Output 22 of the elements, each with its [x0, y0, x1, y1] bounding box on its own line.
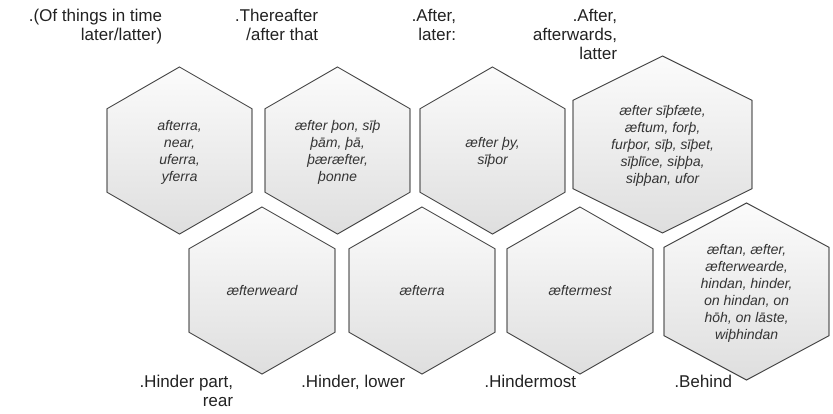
meaning-caption: .(Of things in time later/latter)	[28, 6, 162, 44]
hexagon	[265, 67, 410, 234]
term-list: æfter þon, sīþ þām, þā, þæræfter, þonne	[290, 116, 386, 184]
term-list: æftan, æfter, æfterwearde, hindan, hinder, on hindan, on hōh, on lāste, wiþhindan	[696, 240, 796, 342]
hexagon	[349, 207, 495, 374]
hexagon	[107, 67, 252, 234]
term-list: æftermest	[525, 282, 635, 299]
meaning-caption: .Hinder part, rear	[138, 372, 233, 410]
hexagon	[507, 207, 653, 374]
hexagon	[189, 207, 335, 374]
meaning-caption: .After, afterwards, latter	[532, 6, 617, 63]
meaning-caption: .Thereafter /after that	[234, 6, 318, 44]
term-list: æfter þy, sīþor	[452, 134, 532, 168]
term-list: æfterweard	[207, 282, 317, 299]
term-list: afterra, near, uferra, yferra	[144, 116, 214, 184]
meaning-caption: .Hinder, lower	[300, 372, 405, 391]
term-list: æfterra	[367, 282, 477, 299]
term-list: æfter sīþfæte, æftum, forþ, furþor, sīþ, sīþet, sīþlīce, siþþa, siþþan, ufor	[606, 102, 718, 187]
meaning-caption: .After, later:	[410, 6, 456, 44]
meaning-caption: .Hindermost	[483, 372, 576, 391]
meaning-caption: .Behind	[673, 372, 732, 391]
hexagon	[420, 67, 565, 234]
